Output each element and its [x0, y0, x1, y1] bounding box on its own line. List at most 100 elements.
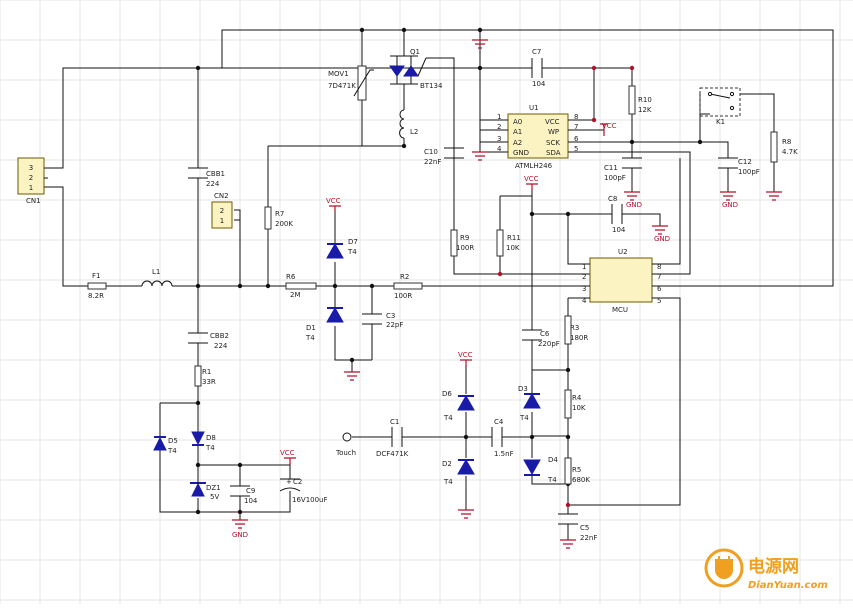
d5-ref: D5	[168, 437, 178, 445]
u2-pin-4: 4	[582, 297, 587, 305]
d6-ref: D6	[442, 390, 452, 398]
vcc-symbols: VCC VCC VCC VCC	[280, 175, 539, 465]
q1-value: BT134	[420, 82, 443, 90]
cbb2-ref: CBB2	[210, 332, 229, 340]
c3-ref: C3	[386, 312, 395, 320]
u2-pin-8: 8	[657, 263, 661, 271]
resistor-r4: R4 10K	[564, 389, 586, 419]
vcc-d6: VCC	[458, 351, 473, 366]
fuse-f1: F1 8.2R	[87, 272, 107, 300]
c9-value: 104	[244, 497, 258, 505]
u1-ref: U1	[529, 104, 539, 112]
vcc-r11-label: VCC	[524, 175, 539, 183]
u1-pin-7: 7	[574, 123, 578, 131]
c2-plus: +	[286, 478, 292, 486]
gnd-top-q1	[472, 39, 488, 49]
d4-ref: D4	[548, 456, 558, 464]
r3-ref: R3	[570, 324, 579, 332]
capacitor-c8: C8 104	[608, 195, 626, 234]
gnd-c11-label: GND	[626, 201, 642, 209]
resistor-r8: R8 4.7K	[770, 131, 798, 163]
u2-ref: U2	[618, 248, 628, 256]
c3-value: 22pF	[386, 321, 403, 329]
u1-pin-1: 1	[497, 113, 501, 121]
wires	[48, 29, 834, 540]
watermark-url: DianYuan.com	[748, 580, 828, 591]
cn2-pin-2: 2	[220, 207, 224, 215]
c10-ref: C10	[424, 148, 438, 156]
cn1-pin-1: 1	[29, 184, 33, 192]
mov1-value: 7D471K	[328, 82, 356, 90]
vcc-u1: VCC	[600, 122, 617, 136]
c12-ref: C12	[738, 158, 752, 166]
cbb1-ref: CBB1	[206, 170, 225, 178]
capacitor-c4: C4 1.5nF	[491, 418, 514, 458]
vcc-d7: VCC	[326, 197, 341, 212]
cn1-pin-3: 3	[29, 164, 33, 172]
u1-name-a1: A1	[513, 128, 522, 136]
connector-cn1: 3 2 1 CN1	[17, 157, 48, 205]
dz1-value: 5V	[210, 493, 219, 501]
inductor-l1: L1	[141, 268, 173, 287]
capacitor-c9: C9 104	[230, 485, 258, 505]
gnd-c8-label: GND	[654, 235, 670, 243]
gnd-r8	[766, 191, 782, 201]
gnd-u1	[472, 151, 488, 161]
u1-pin-3: 3	[497, 135, 501, 143]
r2-value: 100R	[394, 292, 412, 300]
l2-ref: L2	[410, 128, 418, 136]
gnd-d1	[344, 371, 360, 381]
c10-value: 22nF	[424, 158, 441, 166]
capacitor-c1: C1 DCF471K	[376, 418, 409, 458]
capacitor-cbb2: CBB2 224	[188, 332, 229, 350]
d8-value: T4	[205, 444, 215, 452]
r10-ref: R10	[638, 96, 652, 104]
touch-label: Touch	[335, 449, 356, 457]
r7-ref: R7	[275, 210, 284, 218]
diode-d6: D6 T4	[442, 390, 475, 422]
d7-ref: D7	[348, 238, 358, 246]
vcc-c2-label: VCC	[280, 449, 295, 457]
c5-value: 22nF	[580, 534, 597, 542]
ground-symbols: GND GND GND GND	[232, 39, 782, 549]
cn1-pin-2: 2	[29, 174, 33, 182]
r6-value: 2M	[290, 291, 301, 299]
cbb1-value: 224	[206, 180, 220, 188]
resistor-r11: R11 10K	[496, 229, 521, 257]
gnd-c9-label: GND	[232, 531, 248, 539]
u2-pin-1: 1	[582, 263, 586, 271]
d2-value: T4	[443, 478, 453, 486]
capacitor-c7: C7 104	[531, 48, 546, 88]
touch-pad: Touch	[335, 432, 356, 457]
capacitor-cbb1: CBB1 224	[188, 167, 225, 188]
capacitor-c10: C10 22nF	[424, 147, 464, 166]
cn2-pin-1: 1	[220, 217, 224, 225]
r5-value: 680K	[572, 476, 590, 484]
d7-value: T4	[347, 248, 357, 256]
r2-ref: R2	[400, 273, 409, 281]
resistor-r2: R2 100R	[393, 273, 423, 300]
u1-name-sda: SDA	[546, 149, 561, 157]
u1-name-a2: A2	[513, 139, 522, 147]
gnd-c9: GND	[232, 519, 248, 539]
c7-value: 104	[532, 80, 546, 88]
diode-d5: D5 T4	[153, 436, 178, 455]
u1-pin-6: 6	[574, 135, 579, 143]
r4-value: 10K	[572, 404, 586, 412]
inductor-l2: L2	[399, 109, 418, 139]
d2-ref: D2	[442, 460, 452, 468]
varistor-mov1: MOV1 7D471K	[328, 65, 374, 101]
c5-ref: C5	[580, 524, 589, 532]
capacitor-c11: C11 100pF	[604, 157, 642, 182]
c7-ref: C7	[532, 48, 541, 56]
c9-ref: C9	[246, 487, 255, 495]
vcc-d6-label: VCC	[458, 351, 473, 359]
capacitor-c6: C6 220pF	[522, 329, 560, 348]
u1-part: ATMLH246	[515, 162, 553, 170]
r7-value: 200K	[275, 220, 293, 228]
gnd-c12-label: GND	[722, 201, 738, 209]
cn2-ref: CN2	[214, 192, 229, 200]
u1-name-vcc: VCC	[545, 118, 560, 126]
cbb2-value: 224	[214, 342, 228, 350]
